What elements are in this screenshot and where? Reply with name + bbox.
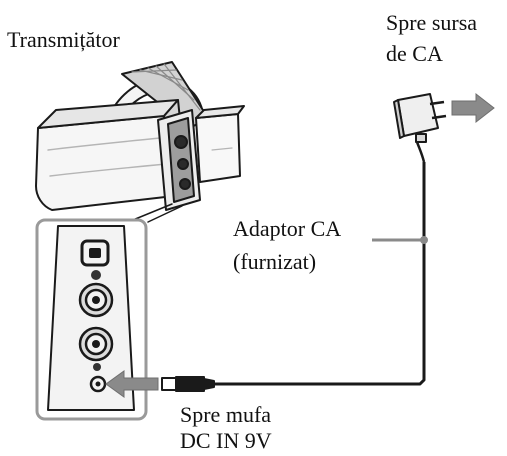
ac-source-label-line-2: de CA [386,41,443,66]
dc-jack-label-line-2: DC IN 9V [180,428,272,453]
ac-adapter-plug-icon [393,93,447,163]
arrow-right-icon [451,92,495,124]
dc-plug-icon [161,376,215,392]
jack-panel-detail [35,218,148,421]
transmitter-illustration [35,61,245,223]
arrow-left-icon [105,370,159,398]
ac-source-label-line-1: Spre sursa [386,10,478,35]
dc-jack-label-line-1: Spre mufa [180,402,272,427]
adaptor-label-line-2: (furnizat) [233,249,317,274]
power-cable [214,162,428,386]
adaptor-label-line-1: Adaptor CA [233,216,342,241]
transmitter-label: Transmițător [7,27,120,52]
